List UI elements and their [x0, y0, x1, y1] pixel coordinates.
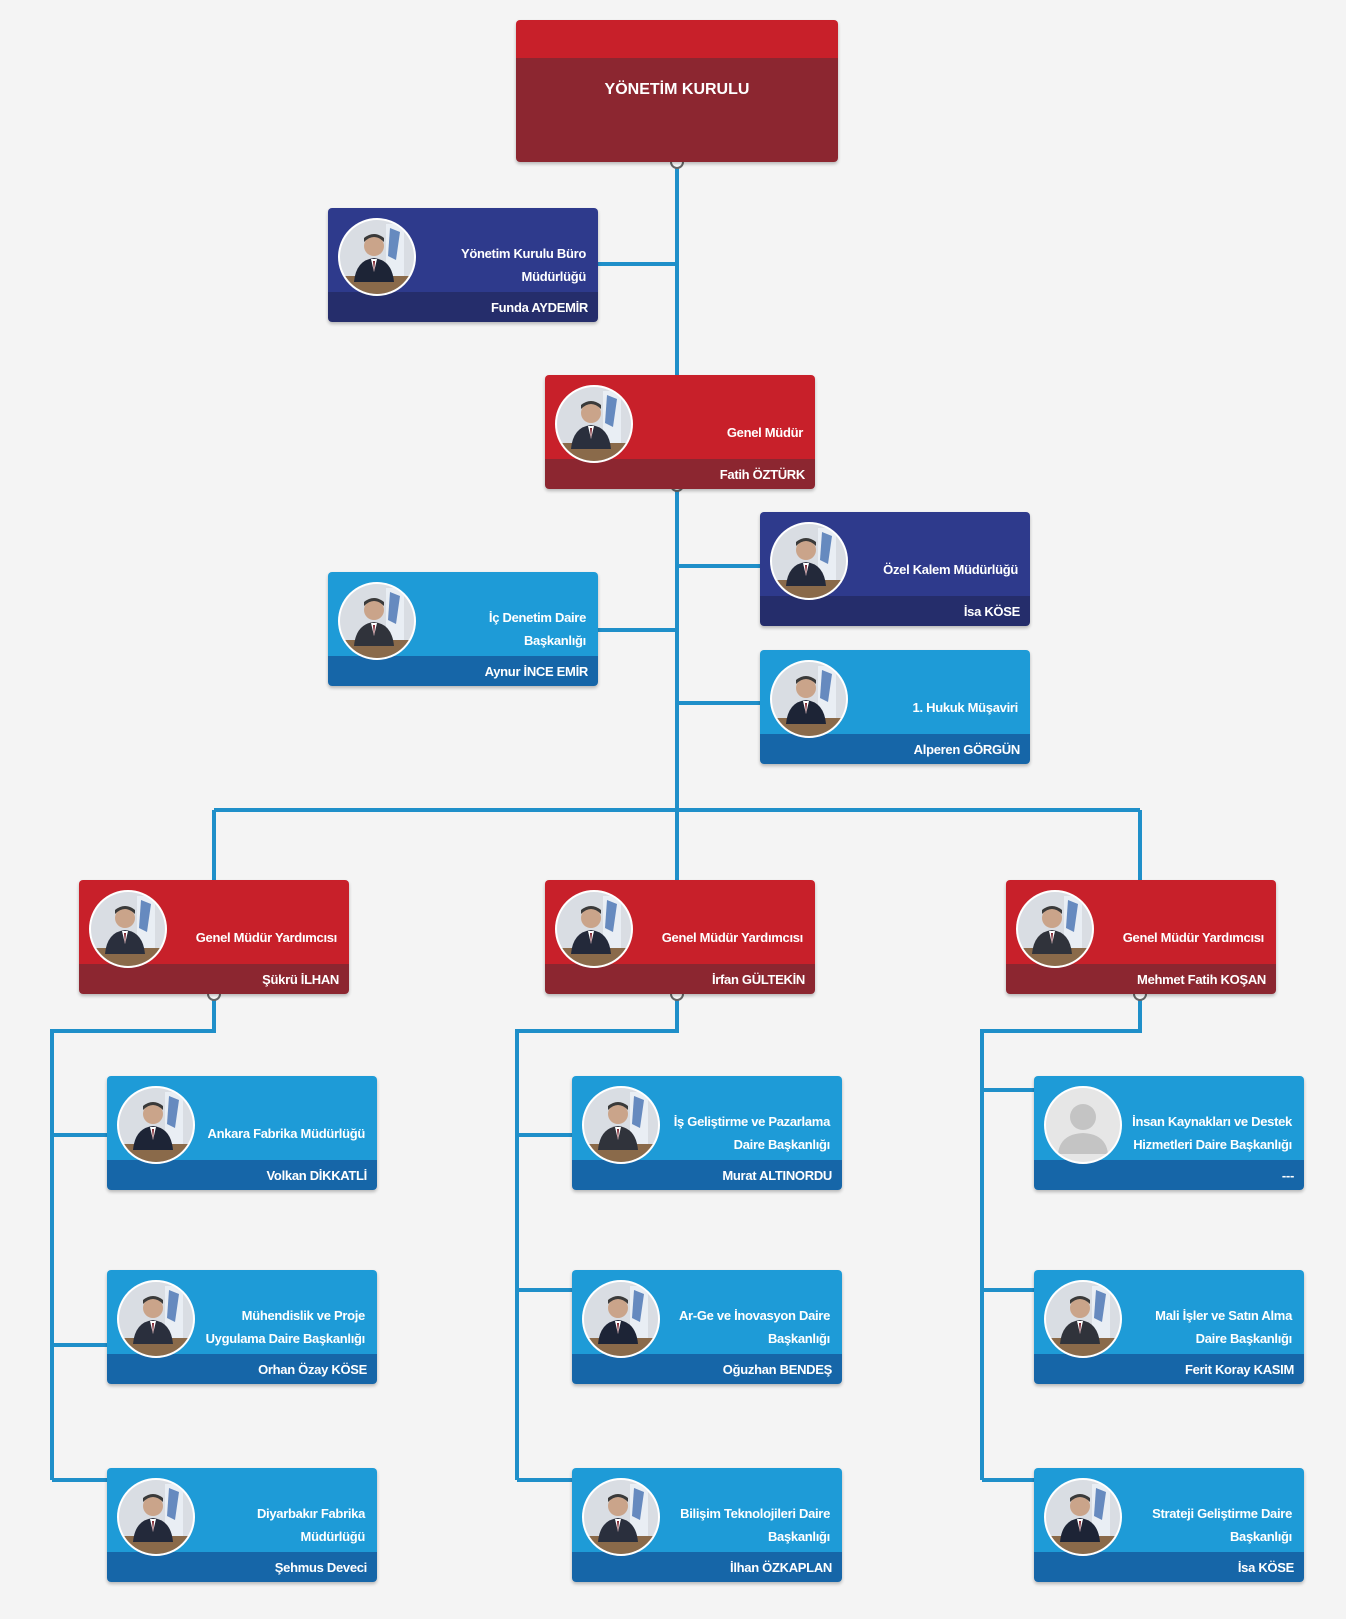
connector-deputy-1-children — [50, 994, 216, 1482]
unit-title: Ar-Ge ve İnovasyon Daire Başkanlığı — [678, 1308, 830, 1346]
person-name: Fatih ÖZTÜRK — [545, 459, 815, 489]
unit-title: İnsan Kaynakları ve Destek Hizmetleri Da… — [1132, 1114, 1292, 1152]
unit-title: Yönetim Kurulu Büro Müdürlüğü — [460, 246, 586, 284]
org-card-rnd[interactable]: Oğuzhan BENDEŞ Ar-Ge ve İnovasyon Daire B… — [572, 1270, 842, 1384]
person-name: Mehmet Fatih KOŞAN — [1006, 964, 1276, 994]
org-card-private-office[interactable]: İsa KÖSE Özel Kalem Müdürlüğü — [760, 512, 1030, 626]
unit-title: Genel Müdür — [726, 424, 803, 440]
unit-title: Genel Müdür Yardımcısı — [195, 929, 338, 945]
avatar — [117, 1086, 195, 1164]
org-card-legal-advisor[interactable]: Alperen GÖRGÜN 1. Hukuk Müşaviri — [760, 650, 1030, 764]
avatar — [555, 385, 633, 463]
person-name: Alperen GÖRGÜN — [760, 734, 1030, 764]
person-name: --- — [1034, 1160, 1304, 1190]
org-card-deputy-1[interactable]: Şükrü İLHAN Genel Müdür Yardımcısı — [79, 880, 349, 994]
avatar — [1044, 1478, 1122, 1556]
avatar — [338, 218, 416, 296]
unit-title: İç Denetim Daire Başkanlığı — [488, 610, 586, 648]
avatar — [117, 1478, 195, 1556]
org-card-strategy[interactable]: İsa KÖSE Strateji Geliştirme Daire Başkan… — [1034, 1468, 1304, 1582]
org-card-board-office[interactable]: Funda AYDEMİR Yönetim Kurulu Büro Müdürlü… — [328, 208, 598, 322]
unit-title: Özel Kalem Müdürlüğü — [883, 561, 1018, 577]
unit-title: İş Geliştirme ve Pazarlama Daire Başkanl… — [673, 1114, 831, 1152]
avatar — [582, 1478, 660, 1556]
avatar — [117, 1280, 195, 1358]
org-card-deputy-2[interactable]: İrfan GÜLTEKİN Genel Müdür Yardımcısı — [545, 880, 815, 994]
org-card-ankara-factory[interactable]: Volkan DİKKATLİ Ankara Fabrika Müdürlüğü — [107, 1076, 377, 1190]
org-card-internal-audit[interactable]: Aynur İNCE EMİR İç Denetim Daire Başkanlı… — [328, 572, 598, 686]
avatar — [582, 1086, 660, 1164]
unit-title: Ankara Fabrika Müdürlüğü — [207, 1125, 366, 1141]
org-card-deputy-3[interactable]: Mehmet Fatih KOŞAN Genel Müdür Yardımcısı — [1006, 880, 1276, 994]
person-name: Oğuzhan BENDEŞ — [572, 1354, 842, 1384]
person-name: Orhan Özay KÖSE — [107, 1354, 377, 1384]
unit-title: Strateji Geliştirme Daire Başkanlığı — [1152, 1506, 1292, 1544]
person-name: Ferit Koray KASIM — [1034, 1354, 1304, 1384]
board-header-strip — [516, 20, 838, 58]
org-card-business-dev[interactable]: Murat ALTINORDU İş Geliştirme ve Pazarlam… — [572, 1076, 842, 1190]
org-card-hr[interactable]: --- İnsan Kaynakları ve Destek Hizmetleri… — [1034, 1076, 1304, 1190]
person-name: Şehmus Deveci — [107, 1552, 377, 1582]
person-name: İrfan GÜLTEKİN — [545, 964, 815, 994]
avatar — [770, 660, 848, 738]
avatar — [555, 890, 633, 968]
person-name: Volkan DİKKATLİ — [107, 1160, 377, 1190]
board-of-directors-box[interactable]: YÖNETİM KURULU — [516, 20, 838, 162]
avatar — [582, 1280, 660, 1358]
org-card-engineering[interactable]: Orhan Özay KÖSE Mühendislik ve Proje Uygu… — [107, 1270, 377, 1384]
person-name: İlhan ÖZKAPLAN — [572, 1552, 842, 1582]
org-card-finance[interactable]: Ferit Koray KASIM Mali İşler ve Satın Alm… — [1034, 1270, 1304, 1384]
org-card-diyarbakir-factory[interactable]: Şehmus Deveci Diyarbakır Fabrika Müdürlüğ… — [107, 1468, 377, 1582]
person-name: İsa KÖSE — [1034, 1552, 1304, 1582]
unit-title: Genel Müdür Yardımcısı — [661, 929, 804, 945]
connector-deputy-2-children — [515, 994, 679, 1482]
placeholder-avatar-icon — [1044, 1086, 1122, 1164]
avatar — [1044, 1280, 1122, 1358]
org-card-general-manager[interactable]: Fatih ÖZTÜRK Genel Müdür — [545, 375, 815, 489]
unit-title: Diyarbakır Fabrika Müdürlüğü — [256, 1506, 365, 1544]
avatar — [338, 582, 416, 660]
unit-title: Mali İşler ve Satın Alma Daire Başkanlığ… — [1155, 1308, 1292, 1346]
person-name: Funda AYDEMİR — [328, 292, 598, 322]
unit-title: Genel Müdür Yardımcısı — [1122, 929, 1265, 945]
person-name: Şükrü İLHAN — [79, 964, 349, 994]
avatar — [1016, 890, 1094, 968]
avatar — [770, 522, 848, 600]
org-card-it[interactable]: İlhan ÖZKAPLAN Bilişim Teknolojileri Dair… — [572, 1468, 842, 1582]
unit-title: Mühendislik ve Proje Uygulama Daire Başk… — [205, 1308, 366, 1346]
avatar — [89, 890, 167, 968]
person-name: İsa KÖSE — [760, 596, 1030, 626]
connector-deputy-3-children — [980, 994, 1142, 1482]
unit-title: 1. Hukuk Müşaviri — [912, 699, 1019, 715]
unit-title: Bilişim Teknolojileri Daire Başkanlığı — [680, 1506, 830, 1544]
person-name: Aynur İNCE EMİR — [328, 656, 598, 686]
person-name: Murat ALTINORDU — [572, 1160, 842, 1190]
board-title: YÖNETİM KURULU — [516, 58, 838, 162]
